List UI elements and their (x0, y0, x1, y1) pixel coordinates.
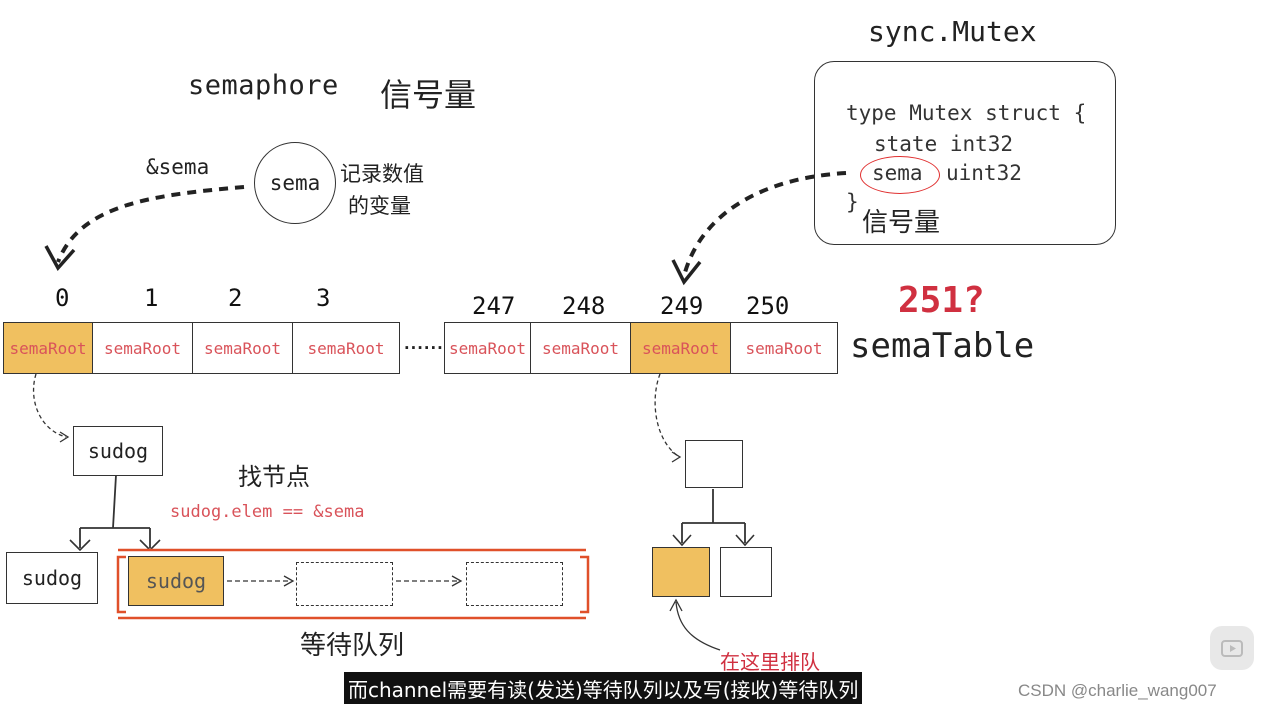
queue-here-arrow (675, 601, 721, 651)
pointer-arrowhead (44, 245, 76, 272)
sema-root-cell: semaRoot (630, 322, 731, 374)
sema-root-cell: semaRoot (530, 322, 631, 374)
mutex-line2: state int32 (874, 132, 1014, 156)
mutex-arrowhead (671, 259, 702, 286)
table-question: 251? (898, 280, 985, 321)
semaphore-title: semaphore (188, 70, 339, 101)
index-249: 249 (660, 292, 704, 320)
sudog-root: sudog (73, 426, 163, 476)
right-tree-root (685, 440, 743, 488)
queue-here-head (669, 598, 683, 612)
mutex-arrow (682, 171, 847, 277)
right-tree-head1 (672, 534, 692, 547)
mutex-title: sync.Mutex (868, 15, 1037, 48)
mutex-line3-name: sema (872, 161, 923, 185)
find-node-label: 找节点 (238, 463, 310, 491)
pointer-label: &sema (146, 155, 210, 179)
index-1: 1 (144, 284, 159, 312)
left-tree-lines (79, 474, 151, 548)
queue-arrow-2-head (451, 575, 463, 587)
sema-root-cell: semaRoot (730, 322, 838, 374)
right-tree-head2 (735, 534, 755, 547)
sema-circle: sema (254, 142, 336, 224)
index-0: 0 (55, 284, 70, 312)
sema-root-cell: semaRoot (292, 322, 400, 374)
cell249-to-node (654, 373, 679, 457)
find-condition: sudog.elem == &sema (170, 502, 365, 522)
cell249-to-node-head (671, 451, 682, 463)
index-248: 248 (562, 292, 606, 320)
cell0-to-sudog-head (59, 431, 70, 443)
csdn-watermark: CSDN @charlie_wang007 (1018, 681, 1217, 700)
mutex-annotation: 信号量 (862, 208, 941, 238)
play-button[interactable] (1210, 626, 1254, 670)
video-subtitle: 而channel需要有读(发送)等待队列以及写(接收)等待队列 (344, 672, 863, 704)
sema-circle-label: sema (269, 171, 321, 195)
queue-arrow-1-head (283, 575, 295, 587)
sema-root-cell: semaRoot (92, 322, 193, 374)
queue-slot-1 (296, 562, 393, 606)
mutex-line3-type: uint32 (946, 161, 1022, 185)
play-icon (1221, 640, 1243, 657)
index-2: 2 (228, 284, 243, 312)
queue-label: 等待队列 (300, 631, 405, 661)
right-tree-child (720, 547, 772, 597)
mutex-box (814, 61, 1116, 245)
semaphore-cn-title: 信号量 (380, 76, 477, 114)
sudog-highlight-child: sudog (128, 556, 224, 606)
sema-root-cell: semaRoot (192, 322, 293, 374)
sema-root-cell: semaRoot (444, 322, 531, 374)
sema-desc-2: 的变量 (348, 194, 411, 218)
right-tree-lines (681, 489, 746, 543)
sudog-left-child: sudog (6, 552, 98, 604)
queue-bracket (116, 548, 590, 620)
sema-root-cell: semaRoot (3, 322, 93, 374)
left-tree-head1 (69, 539, 91, 552)
table-name: semaTable (850, 326, 1035, 366)
queue-slot-2 (466, 562, 563, 606)
mutex-line4: } (846, 190, 859, 214)
sema-desc-1: 记录数值 (340, 162, 424, 186)
pointer-arrow (56, 185, 245, 263)
cell0-to-sudog (32, 373, 67, 438)
mutex-line1: type Mutex struct { (846, 101, 1087, 125)
mutex-sema-circle (860, 156, 940, 194)
index-247: 247 (472, 292, 516, 320)
index-3: 3 (316, 284, 331, 312)
right-tree-highlight-child (652, 547, 710, 597)
index-250: 250 (746, 292, 790, 320)
queue-here-label: 在这里排队 (720, 650, 820, 674)
table-ellipsis: ...... (402, 334, 445, 353)
